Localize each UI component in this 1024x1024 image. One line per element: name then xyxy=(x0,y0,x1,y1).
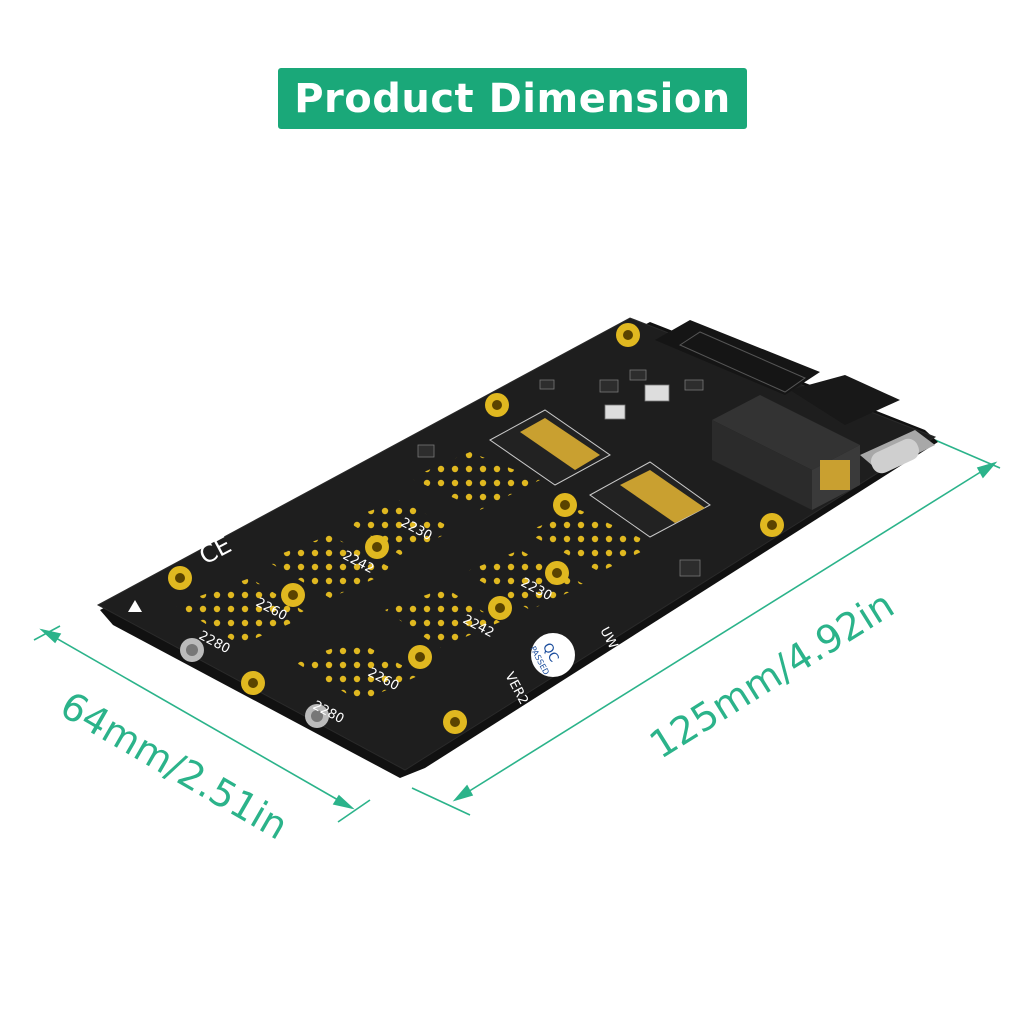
esd-warning-icon xyxy=(128,600,142,612)
smd-components xyxy=(417,369,704,577)
page-title: Product Dimension xyxy=(294,75,731,122)
m2-slot-upper xyxy=(489,409,611,486)
pad-matrices xyxy=(175,452,655,702)
length-dimension-line xyxy=(411,439,1001,816)
mini-sas-connector xyxy=(712,395,860,510)
title-badge: Product Dimension xyxy=(278,68,747,129)
sata-connector xyxy=(655,320,900,425)
m2-slot-lower xyxy=(589,461,711,538)
qc-passed-sticker: QC PASSED xyxy=(528,633,575,677)
standoff-screws xyxy=(180,638,329,728)
mounting-holes xyxy=(168,323,784,734)
usb-c-port xyxy=(860,430,935,474)
width-dimension-line xyxy=(33,625,371,823)
